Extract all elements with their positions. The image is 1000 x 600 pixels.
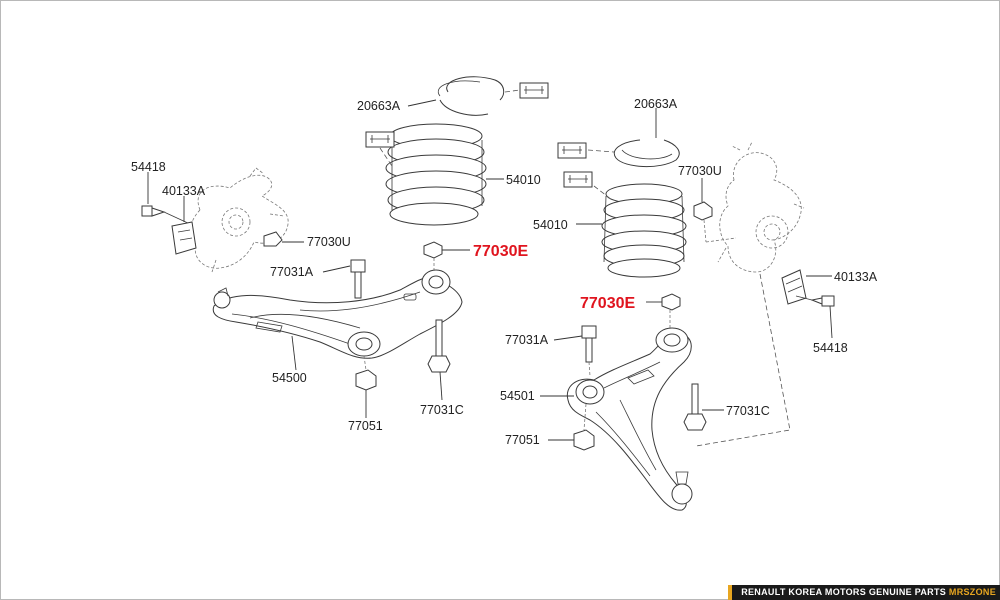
spring-seat-left[interactable] xyxy=(437,76,505,116)
bolt-54418-right[interactable] xyxy=(795,295,835,307)
label-54418-right: 54418 xyxy=(813,341,848,355)
spring-symbol-left xyxy=(365,131,395,148)
label-20663a-left: 20663A xyxy=(357,99,401,113)
nut-77051-right[interactable] xyxy=(573,429,595,451)
label-54010-left: 54010 xyxy=(506,173,541,187)
label-77030e-right: 77030E xyxy=(580,295,635,312)
label-54501: 54501 xyxy=(500,389,535,403)
label-77051-left: 77051 xyxy=(348,419,383,433)
bolt-77031c-right[interactable] xyxy=(683,383,707,431)
bolt-77031a-right[interactable] xyxy=(581,325,597,363)
label-77030u-right: 77030U xyxy=(678,164,722,178)
lower-control-arm-right[interactable] xyxy=(566,327,693,511)
label-40133a-right: 40133A xyxy=(834,270,878,284)
label-20663a-right: 20663A xyxy=(634,97,678,111)
label-40133a-left: 40133A xyxy=(162,184,206,198)
coil-spring-left[interactable] xyxy=(385,123,487,226)
nut-77051-left[interactable] xyxy=(355,369,377,391)
spring-symbol-right xyxy=(563,171,593,188)
label-77051-right: 77051 xyxy=(505,433,540,447)
nut-77030e-left[interactable] xyxy=(423,241,443,259)
link-line-right xyxy=(695,273,791,447)
label-77031c-left: 77031C xyxy=(420,403,464,417)
label-54418-left: 54418 xyxy=(131,160,166,174)
seat-symbol-right xyxy=(557,142,587,159)
label-77031c-right: 77031C xyxy=(726,404,770,418)
footer-watermark: RENAULT KOREA MOTORS GENUINE PARTS MRSZO… xyxy=(728,585,1000,600)
coil-spring-right[interactable] xyxy=(601,183,687,278)
label-54010-right: 54010 xyxy=(533,218,568,232)
steering-knuckle-left[interactable] xyxy=(189,167,289,273)
footer-zone: MRSZONE xyxy=(948,587,996,597)
nut-77030e-right[interactable] xyxy=(661,293,681,311)
nut-77030u-left[interactable] xyxy=(263,231,283,247)
footer-text: RENAULT KOREA MOTORS GENUINE PARTS xyxy=(741,587,947,597)
label-77031a-right: 77031A xyxy=(505,333,549,347)
seat-symbol-left xyxy=(519,82,549,99)
bolt-77031a-left[interactable] xyxy=(350,259,366,299)
nut-77030u-right[interactable] xyxy=(693,201,713,221)
label-77031a-left: 77031A xyxy=(270,265,314,279)
bracket-40133a-left[interactable] xyxy=(171,221,197,255)
label-77030u-left: 77030U xyxy=(307,235,351,249)
label-54500: 54500 xyxy=(272,371,307,385)
steering-knuckle-right[interactable] xyxy=(717,141,805,273)
spring-seat-right[interactable] xyxy=(613,139,680,168)
lower-control-arm-left[interactable] xyxy=(212,269,463,359)
bolt-54418-left[interactable] xyxy=(141,205,191,225)
bracket-40133a-right[interactable] xyxy=(781,269,807,305)
bolt-77031c-left[interactable] xyxy=(427,319,451,373)
label-77030e-left: 77030E xyxy=(473,243,528,260)
